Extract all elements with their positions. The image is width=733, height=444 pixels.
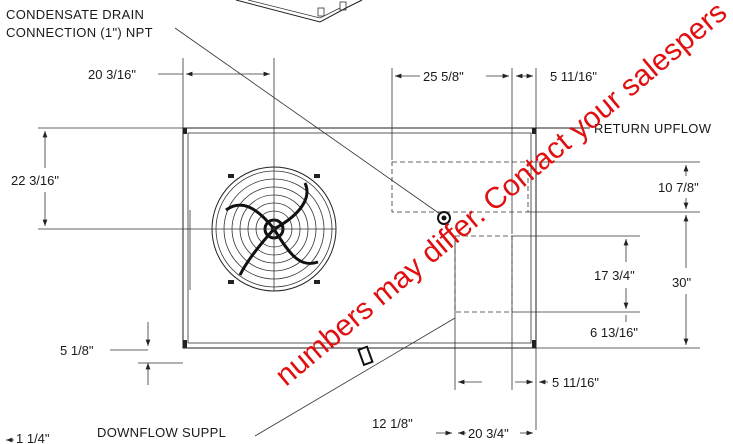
unit-outline bbox=[182, 127, 537, 349]
dim-text-5-11-16-top: 5 11/16" bbox=[550, 69, 597, 84]
dim-text-12-1-8: 12 1/8" bbox=[372, 416, 413, 431]
condensate-label-line1: CONDENSATE DRAIN bbox=[6, 7, 144, 22]
return-upflow-label: RETURN UPFLOW bbox=[594, 121, 712, 136]
dim-20-3-16 bbox=[158, 58, 275, 168]
dim-text-25-5-8: 25 5/8" bbox=[423, 69, 464, 84]
leader-lines bbox=[110, 27, 590, 437]
dim-text-5-1-8: 5 1/8" bbox=[60, 343, 94, 358]
dim-text-6-13-16: 6 13/16" bbox=[590, 325, 638, 340]
bottom-stub bbox=[357, 345, 374, 367]
unit-perspective-corner bbox=[235, 0, 363, 23]
dim-right-refs bbox=[512, 161, 700, 349]
condensate-label-line2: CONNECTION (1") NPT bbox=[6, 25, 153, 40]
dim-text-17-3-4: 17 3/4" bbox=[594, 268, 635, 283]
downflow-supply-label: DOWNFLOW SUPPL bbox=[97, 425, 226, 440]
dim-5-11-16-top bbox=[516, 68, 537, 128]
fan-guard bbox=[211, 166, 337, 292]
dim-text-30: 30" bbox=[672, 275, 691, 290]
condensate-drain-fitting bbox=[437, 211, 451, 225]
dim-text-20-3-16: 20 3/16" bbox=[88, 67, 136, 82]
dim-bottom bbox=[6, 322, 548, 443]
dim-text-20-3-4: 20 3/4" bbox=[468, 426, 509, 441]
dim-text-22-3-16: 22 3/16" bbox=[11, 173, 59, 188]
dim-text-1-1-4: 1 1/4" bbox=[16, 431, 50, 444]
watermark: numbers may differ. Contact your salespe… bbox=[269, 0, 733, 392]
dim-text-5-11-16-bottom: 5 11/16" bbox=[552, 375, 599, 390]
watermark-text: numbers may differ. Contact your salespe… bbox=[269, 0, 733, 392]
dim-text-10-7-8: 10 7/8" bbox=[658, 180, 699, 195]
dim-22-3-16 bbox=[38, 127, 212, 230]
dim-25-5-8 bbox=[391, 68, 513, 234]
